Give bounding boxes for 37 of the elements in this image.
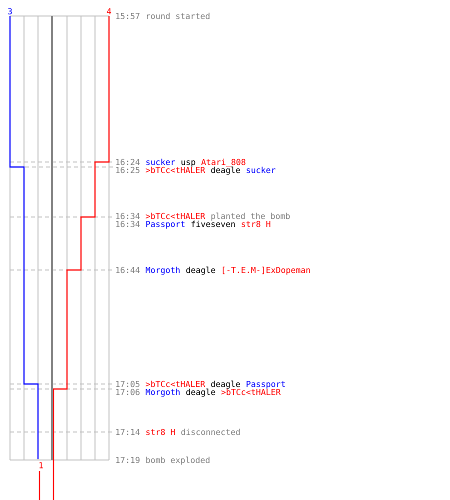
event-text: bomb exploded bbox=[146, 456, 210, 465]
player-name: sucker bbox=[146, 158, 176, 166]
timestamp: 16:25 bbox=[116, 166, 140, 174]
count-label: 3 bbox=[8, 8, 12, 14]
player-name: [-T.E.M-]ExDopeman bbox=[222, 266, 310, 275]
weapon-name: deagle bbox=[211, 380, 240, 389]
count-label: 1 bbox=[40, 462, 43, 468]
player-name: Passport bbox=[246, 380, 285, 389]
player-name: >bTCc<tHALER bbox=[146, 380, 206, 388]
timestamp: 16:24 bbox=[116, 158, 140, 166]
timestamp: 17:19 bbox=[116, 456, 140, 464]
weapon-name: deagle bbox=[186, 388, 216, 397]
player-name: str8 H bbox=[146, 428, 175, 436]
player-name: >bTCc<tHALER bbox=[146, 166, 206, 174]
weapon-name: usp bbox=[182, 160, 196, 167]
timestamp: 15:57 bbox=[116, 12, 140, 20]
event-text: round started bbox=[146, 12, 210, 20]
weapon-name: deagle bbox=[211, 166, 240, 175]
timestamp: 16:44 bbox=[116, 266, 140, 274]
timestamp: 16:34 bbox=[116, 220, 140, 228]
event-text: planted the bomb bbox=[211, 212, 290, 221]
player-name: str8 H bbox=[242, 220, 270, 228]
player-name: >bTCc<tHALER bbox=[221, 388, 281, 396]
count-label: 4 bbox=[106, 8, 112, 14]
timestamp: 17:05 bbox=[116, 380, 140, 388]
player-name: Morgoth bbox=[146, 266, 180, 275]
player-name: Atari_808 bbox=[201, 158, 246, 167]
player-name: Morgoth bbox=[146, 388, 180, 397]
player-name: Passport bbox=[146, 220, 184, 229]
event-text: disconnected bbox=[181, 428, 240, 436]
player-name: sucker bbox=[246, 166, 276, 174]
timestamp: 17:14 bbox=[116, 428, 140, 435]
player-name: >bTCc<tHALER bbox=[146, 212, 206, 220]
timestamp: 16:34 bbox=[116, 212, 140, 220]
weapon-name: deagle bbox=[186, 266, 216, 275]
weapon-name: fiveseven bbox=[192, 220, 235, 228]
timestamp: 17:06 bbox=[116, 388, 140, 396]
